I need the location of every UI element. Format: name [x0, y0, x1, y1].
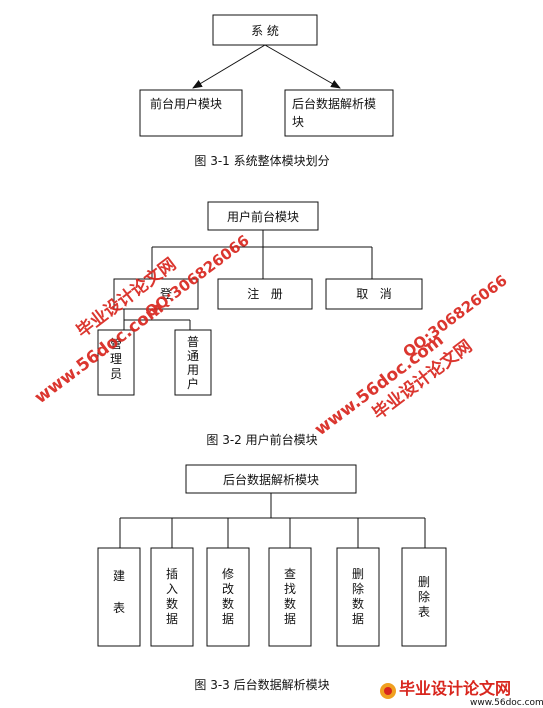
- figure-3: 后台数据解析模块 建 表 插 入 数 据 修 改 数 据 查 找 数 据 删 除…: [97, 464, 447, 692]
- fig1-child-label-2b: 块: [292, 115, 304, 129]
- fig1-child-label-1: 前台用户模块: [150, 96, 222, 111]
- fig2-child-box-1: [113, 278, 199, 310]
- fig1-child-box-2: [284, 89, 394, 137]
- fig2-child-box-2: [217, 278, 313, 310]
- fig2-root-label: 用户前台模块: [227, 209, 299, 224]
- fig3-root-label: 后台数据解析模块: [223, 472, 319, 487]
- fig3-child-3d: 据: [222, 612, 234, 626]
- fig2-sub-label-2c: 用: [187, 363, 199, 377]
- fig3-child-box-5: [336, 547, 380, 647]
- fig3-child-box-2: [150, 547, 194, 647]
- fig3-child-box-1: [97, 547, 141, 647]
- fig2-child-label-2: 注 册: [247, 286, 282, 301]
- fig3-root-box: [185, 464, 357, 494]
- fig3-child-6a: 删: [418, 575, 430, 589]
- fig2-sub-box-2: [174, 329, 212, 396]
- fig1-root-label: 系 统: [251, 24, 279, 38]
- fig2-sub-label-2b: 通: [187, 349, 199, 363]
- fig3-child-1b: 表: [113, 601, 125, 615]
- fig2-child-label-3: 取 消: [356, 287, 391, 301]
- site-logo: 毕业设计论文网 www.56doc.com: [380, 679, 543, 708]
- logo-text: 毕业设计论文网: [399, 679, 511, 698]
- figure-1: 系 统 前台用户模块 后台数据解析模 块 图 3-1 系统整体模块划分: [139, 14, 394, 168]
- fig2-child-box-3: [325, 278, 423, 310]
- fig3-caption: 图 3-3 后台数据解析模块: [194, 677, 329, 692]
- fig2-child-label-1: 登: [160, 286, 172, 301]
- fig3-child-2d: 据: [166, 612, 178, 626]
- fig2-sub-label-1c: 员: [110, 367, 122, 381]
- fig2-sub-label-1b: 理: [110, 352, 122, 366]
- fig3-child-box-3: [206, 547, 250, 647]
- fig1-caption: 图 3-1 系统整体模块划分: [194, 153, 329, 168]
- fig1-arrow-left: [192, 44, 266, 89]
- fig3-child-1a: 建: [113, 569, 125, 583]
- fig1-arrow-right: [264, 44, 341, 89]
- fig2-caption: 图 3-2 用户前台模块: [206, 432, 317, 447]
- fig3-child-4b: 找: [284, 582, 296, 596]
- fig3-child-box-4: [268, 547, 312, 647]
- fig3-child-2c: 数: [166, 596, 178, 611]
- fig2-root-box: [207, 201, 319, 231]
- fig3-child-6c: 表: [418, 605, 430, 619]
- fig1-root-box: [212, 14, 318, 46]
- fig3-child-6b: 除: [418, 589, 430, 604]
- fig3-child-5a: 删: [352, 567, 364, 581]
- fig3-child-2a: 插: [166, 567, 178, 581]
- fig3-child-2b: 入: [166, 582, 178, 596]
- fig3-child-box-6: [401, 547, 447, 647]
- fig2-sub-label-1a: 管: [110, 336, 122, 351]
- fig3-child-3c: 数: [222, 596, 234, 611]
- fig1-child-label-2a: 后台数据解析模: [292, 96, 376, 111]
- fig3-child-4d: 据: [284, 612, 296, 626]
- fig2-sub-label-2a: 普: [187, 335, 199, 349]
- fig3-child-4c: 数: [284, 596, 296, 611]
- logo-url: www.56doc.com: [470, 698, 543, 708]
- fig1-child-box-1: [139, 89, 243, 137]
- fig3-child-4a: 查: [284, 567, 296, 581]
- fig3-child-5c: 数: [352, 596, 364, 611]
- fig3-child-3b: 改: [222, 582, 234, 596]
- fig3-child-5d: 据: [352, 612, 364, 626]
- fig3-child-3a: 修: [222, 566, 234, 581]
- figure-2: 用户前台模块 登 注 册 取 消 管 理 员 普 通 用 户 图 3-2 用户前…: [97, 201, 423, 447]
- fig3-child-5b: 除: [352, 581, 364, 596]
- fig2-sub-label-2d: 户: [187, 376, 199, 391]
- fig2-sub-box-1: [97, 329, 135, 396]
